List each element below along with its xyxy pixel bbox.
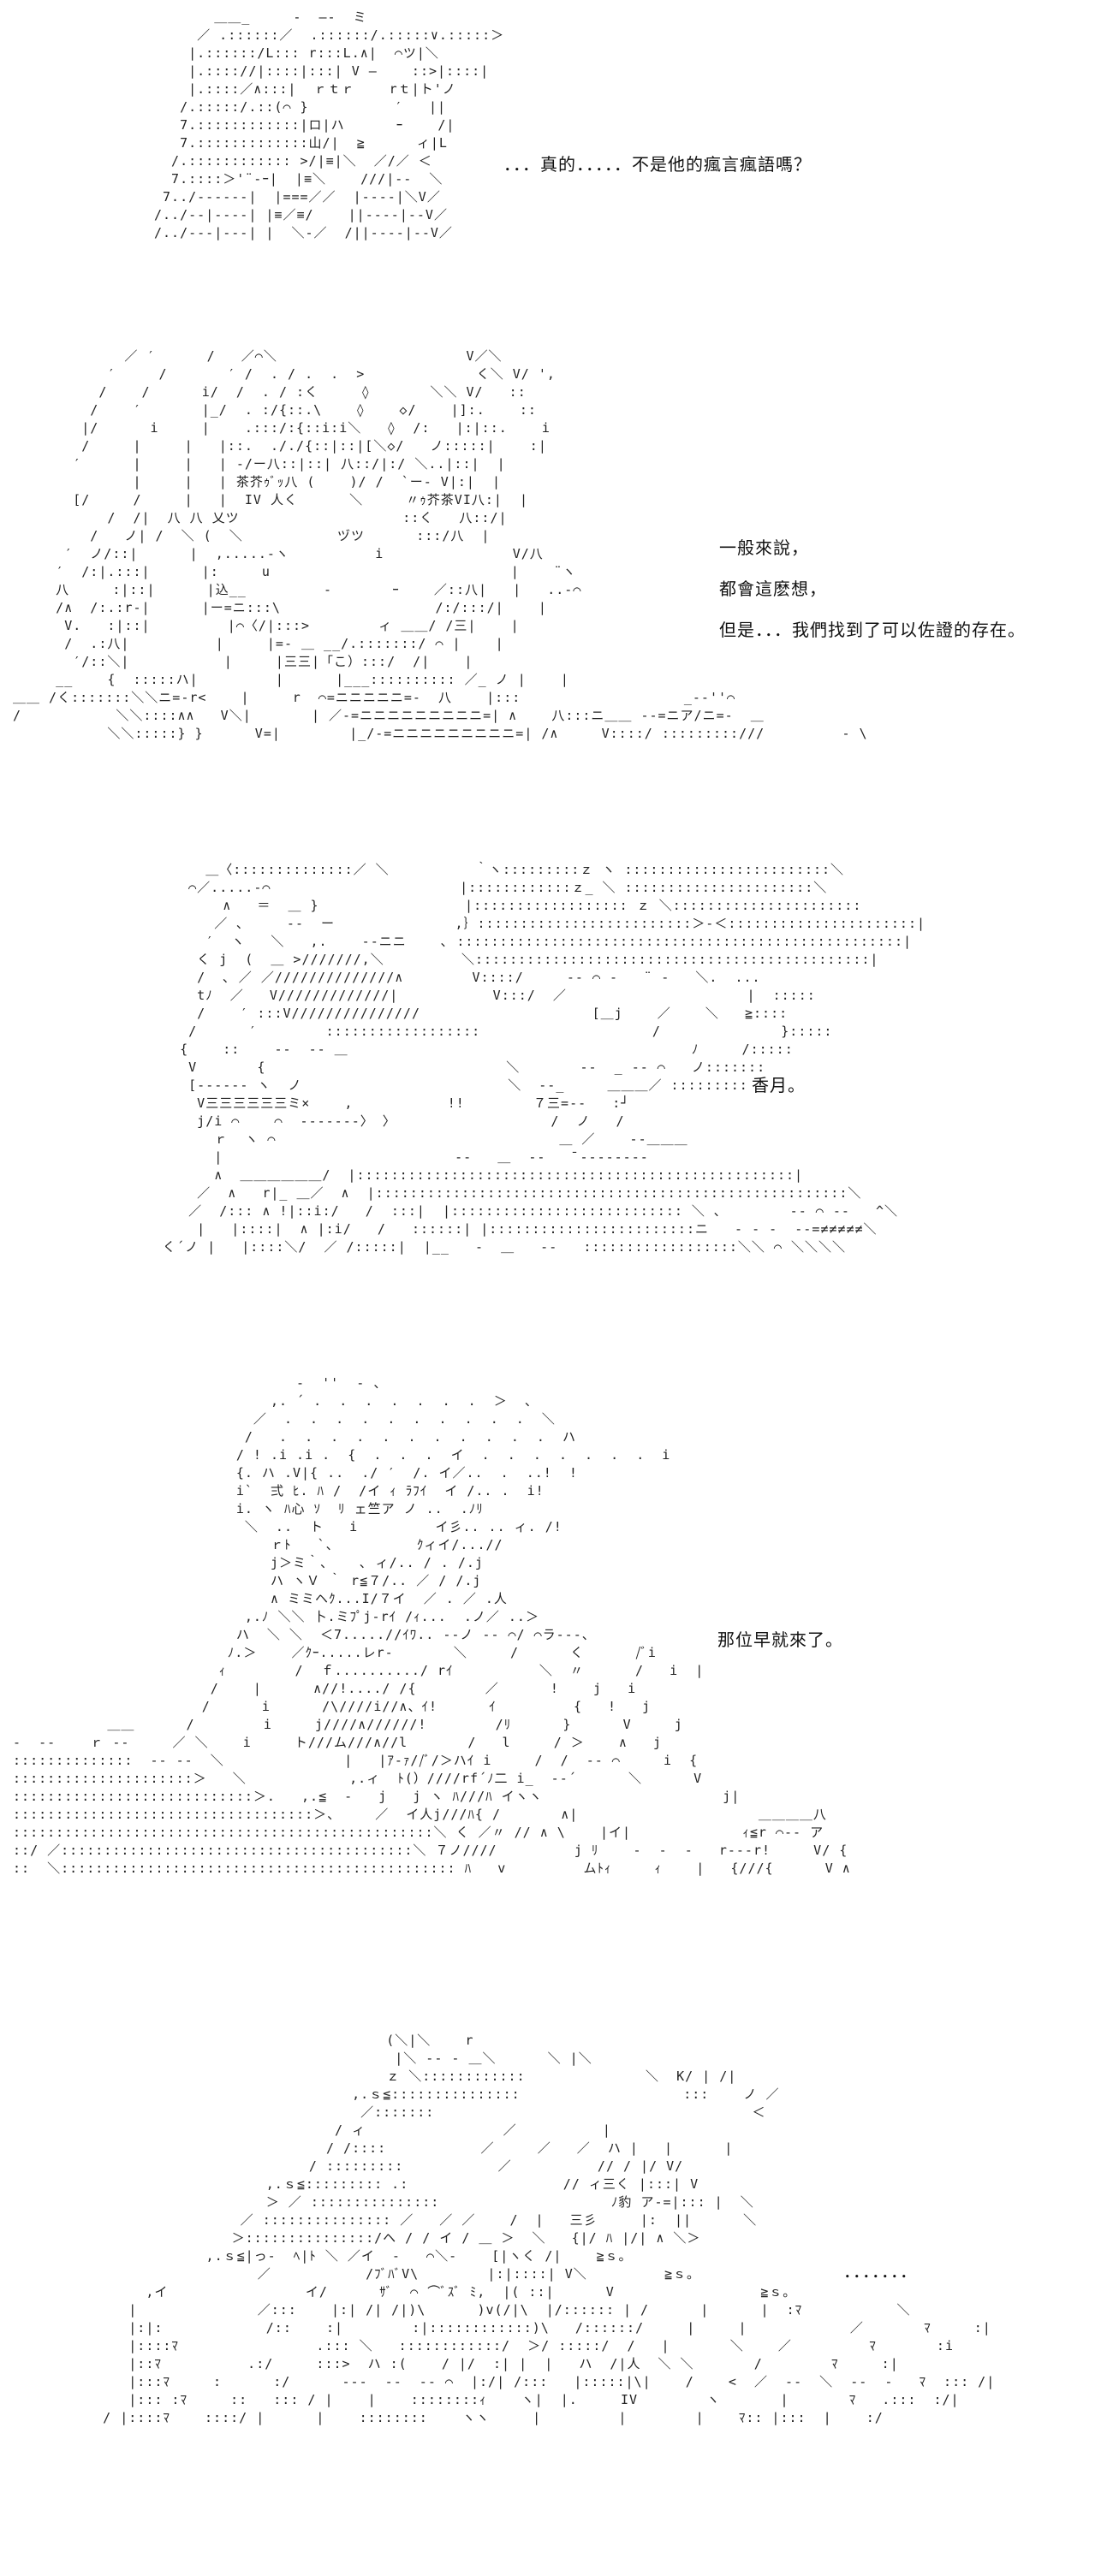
dialogue-line: 但是．．．我們找到了可以佐證的存在。 — [719, 620, 1026, 640]
ascii-art-figure-4: ‐ '' ‐ 、 ,. ´ . . . . . . . ＞ 、 ／ . . . … — [13, 1375, 851, 1876]
panel-4: ‐ '' ‐ 、 ,. ´ . . . . . . . ＞ 、 ／ . . . … — [0, 1369, 1113, 2020]
dialogue-line: 都會這麽想， — [719, 579, 827, 599]
panel-5: (＼|＼ r |＼ ‐‐ ‐ ＿＼ ＼ |＼ ｚ ＼:::::::::::: ＼… — [0, 2028, 1113, 2576]
ascii-art-figure-1: ＿＿_ - ―‐ ミ ／ .::::::／ .::::::/.:::::∨.::… — [154, 9, 505, 240]
dialogue-3: 香月。 — [752, 1065, 806, 1106]
ascii-art-figure-3: ＿〈::::::::::::::／ ＼ ｀ヽ:::::::::ｚ ヽ :::::… — [163, 862, 926, 1255]
panel-3: ＿〈::::::::::::::／ ＼ ｀ヽ:::::::::ｚ ヽ :::::… — [0, 856, 1113, 1352]
dialogue-5: ．．．．．．． — [843, 2251, 918, 2292]
dialogue-line: ．．．．．．． — [843, 2261, 918, 2282]
dialogue-line: 香月。 — [752, 1075, 806, 1095]
ascii-art-figure-2: ／ ′ / ／⌒＼ V／＼ ′ / ′ / . / . . > く＼ V/ ',… — [13, 348, 868, 741]
dialogue-4: 那位早就來了。 — [717, 1619, 843, 1660]
dialogue-2: 一般來說， 都會這麽想， 但是．．．我們找到了可以佐證的存在。 — [719, 527, 1026, 650]
ascii-art-figure-5: (＼|＼ r |＼ ‐‐ ‐ ＿＼ ＼ |＼ ｚ ＼:::::::::::: ＼… — [103, 2033, 996, 2425]
panel-1: ＿＿_ - ―‐ ミ ／ .::::::／ .::::::/.:::::∨.::… — [0, 0, 1113, 308]
panel-2: ／ ′ / ／⌒＼ V／＼ ′ / ′ / . / . . > く＼ V/ ',… — [0, 342, 1113, 839]
dialogue-1: ．．．真的．．．．．不是他的瘋言瘋語嗎？ — [503, 144, 812, 185]
dialogue-line: ．．．真的．．．．．不是他的瘋言瘋語嗎？ — [503, 154, 812, 175]
dialogue-line: 一般來說， — [719, 537, 809, 558]
dialogue-line: 那位早就來了。 — [717, 1629, 843, 1650]
